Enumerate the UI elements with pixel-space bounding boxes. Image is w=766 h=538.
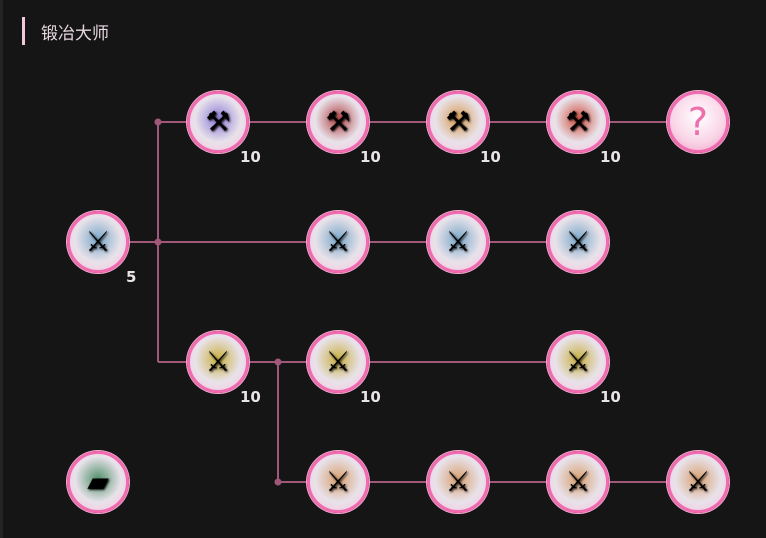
- skill-node-armor-sparkle-2[interactable]: ⚔: [427, 451, 489, 513]
- skill-level-label: 10: [240, 388, 261, 406]
- skill-level-label: 10: [360, 148, 381, 166]
- armor-sword-icon: ⚔: [325, 225, 351, 258]
- skill-level-label: 10: [600, 388, 621, 406]
- page-title: 锻冶大师: [41, 24, 109, 44]
- skill-node-armor-sparkle-4[interactable]: ⚔: [667, 451, 729, 513]
- armor-sword-icon: ⚔: [565, 225, 591, 258]
- armor-hammer-icon: ⚔: [325, 345, 351, 378]
- skill-node-armor-sparkle-1[interactable]: ⚔: [307, 451, 369, 513]
- skill-level-label: 10: [240, 148, 261, 166]
- skill-node-armor-hammer-3[interactable]: ⚔: [547, 331, 609, 393]
- skill-node-armor-upgrade-4[interactable]: ⚔: [547, 211, 609, 273]
- junction-dot: [154, 118, 162, 126]
- armor-sparkle-icon: ⚔: [445, 465, 471, 498]
- skill-node-armor-upgrade-3[interactable]: ⚔: [427, 211, 489, 273]
- skill-node-anvil-orange[interactable]: ⚒: [427, 91, 489, 153]
- title-accent-bar: [22, 17, 25, 45]
- skill-node-armor-hammer-2[interactable]: ⚔: [307, 331, 369, 393]
- skill-node-materials[interactable]: ▰: [67, 451, 129, 513]
- skill-node-anvil-gold[interactable]: ⚒: [547, 91, 609, 153]
- skill-node-armor-hammer-1[interactable]: ⚔: [187, 331, 249, 393]
- anvil-icon: ⚒: [325, 105, 351, 138]
- skill-level-label: 10: [600, 148, 621, 166]
- armor-hammer-icon: ⚔: [205, 345, 231, 378]
- skill-node-anvil-purple[interactable]: ⚒: [187, 91, 249, 153]
- armor-sword-icon: ⚔: [85, 225, 111, 258]
- question-icon: ?: [687, 100, 709, 144]
- armor-hammer-icon: ⚔: [565, 345, 591, 378]
- skill-node-armor-upgrade-root[interactable]: ⚔: [67, 211, 129, 273]
- armor-sparkle-icon: ⚔: [685, 465, 711, 498]
- skill-node-anvil-red[interactable]: ⚒: [307, 91, 369, 153]
- skill-node-unknown[interactable]: ?: [667, 91, 729, 153]
- skill-node-armor-upgrade-2[interactable]: ⚔: [307, 211, 369, 273]
- skill-level-label: 10: [360, 388, 381, 406]
- armor-sparkle-icon: ⚔: [565, 465, 591, 498]
- armor-sparkle-icon: ⚔: [325, 465, 351, 498]
- materials-icon: ▰: [87, 465, 109, 498]
- skill-node-armor-sparkle-3[interactable]: ⚔: [547, 451, 609, 513]
- anvil-icon: ⚒: [565, 105, 591, 138]
- armor-sword-icon: ⚔: [445, 225, 471, 258]
- left-edge: [0, 0, 3, 538]
- anvil-icon: ⚒: [205, 105, 231, 138]
- junction-dot: [154, 238, 162, 246]
- junction-dot: [274, 358, 282, 366]
- anvil-icon: ⚒: [445, 105, 471, 138]
- junction-dot: [274, 478, 282, 486]
- skill-level-label: 5: [126, 268, 137, 286]
- skill-level-label: 10: [480, 148, 501, 166]
